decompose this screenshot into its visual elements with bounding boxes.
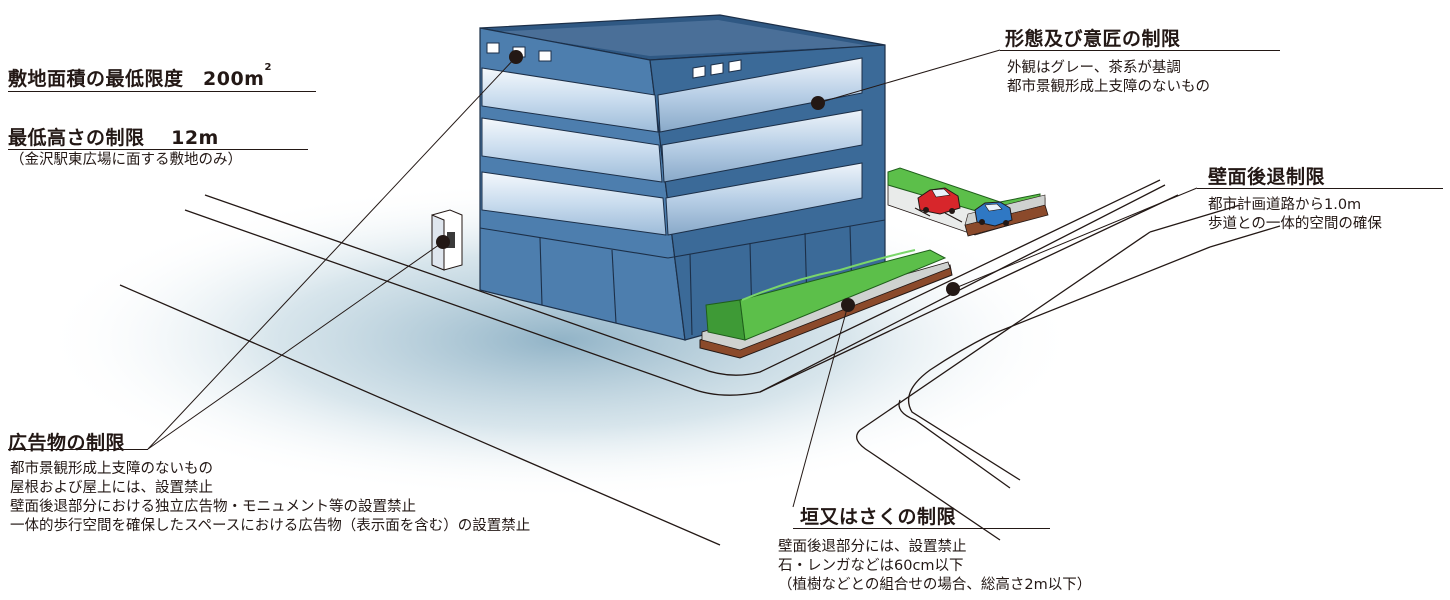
fence-line: 石・レンガなどは60cm以下 — [778, 558, 964, 574]
setback-line: 歩道との一体的空間の確保 — [1208, 216, 1382, 232]
leader-lines — [147, 49, 1198, 508]
advertising-line: 屋根および屋上には、設置禁止 — [10, 480, 213, 496]
setback-title: 壁面後退制限 — [1208, 166, 1326, 188]
fence-line: 壁面後退部分には、設置禁止 — [778, 539, 967, 555]
advertising-body: 都市景観形成上支障のないもの 屋根および屋上には、設置禁止 壁面後退部分における… — [10, 460, 530, 536]
site-area-underline — [8, 91, 316, 92]
setback-body: 都市計画道路から1.0m 歩道との一体的空間の確保 — [1208, 196, 1382, 234]
hedge-planter — [699, 249, 953, 359]
fence-underline — [793, 528, 1050, 529]
form-design-line: 外観はグレー、茶系が基調 — [1007, 60, 1181, 76]
min-height-underline — [8, 149, 308, 150]
advertising-line: 壁面後退部分における独立広告物・モニュメント等の設置禁止 — [10, 499, 416, 515]
road-outlines — [119, 179, 1281, 546]
form-design-line: 都市景観形成上支障のないもの — [1007, 79, 1210, 95]
fence-line: （植樹などとの組合せの場合、総高さ2m以下） — [778, 577, 1092, 593]
red-car — [917, 187, 961, 215]
site-area-text: 敷地面積の最低限度 200m — [8, 68, 265, 90]
advertising-line: 都市景観形成上支障のないもの — [10, 461, 213, 477]
building — [479, 14, 886, 341]
form-design-title: 形態及び意匠の制限 — [1005, 28, 1181, 50]
parking-area — [887, 167, 1049, 237]
leader-dots — [436, 50, 960, 312]
form-design-body: 外観はグレー、茶系が基調 都市景観形成上支障のないもの — [1007, 59, 1210, 97]
site-area-title: 敷地面積の最低限度 200m2 — [8, 62, 272, 91]
blue-car — [974, 201, 1013, 227]
setback-underline — [1197, 188, 1443, 189]
setback-line: 都市計画道路から1.0m — [1208, 197, 1362, 213]
fence-title: 垣又はさくの制限 — [800, 506, 957, 528]
fence-body: 壁面後退部分には、設置禁止 石・レンガなどは60cm以下 （植樹などとの組合せの… — [778, 538, 1091, 595]
advertising-line: 一体的歩行空間を確保したスペースにおける広告物（表示面を含む）の設置禁止 — [10, 518, 531, 534]
advertising-title: 広告物の制限 — [8, 432, 126, 454]
min-height-title: 最低高さの制限 12m — [8, 127, 219, 149]
form-design-underline — [1000, 50, 1280, 51]
min-height-note: （金沢駅東広場に面する敷地のみ） — [10, 152, 242, 168]
site-area-superscript: 2 — [264, 62, 272, 73]
advertising-underline — [8, 449, 148, 450]
